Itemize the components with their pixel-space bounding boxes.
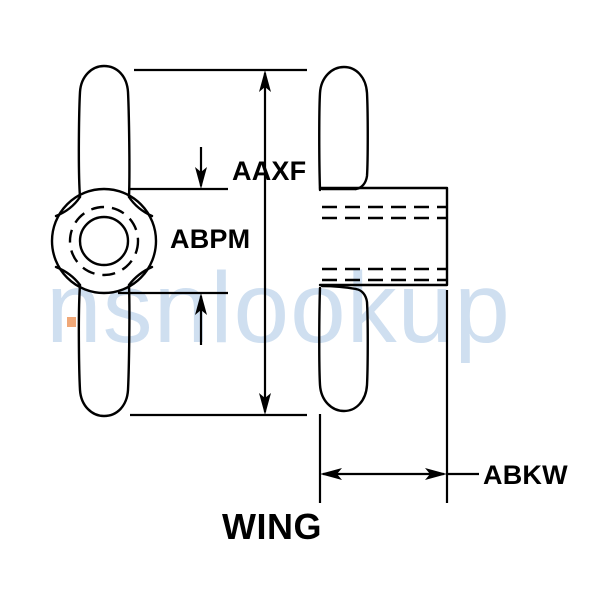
front-view-hub-outer-circle <box>50 187 158 295</box>
front-view-upper-wing <box>77 64 131 199</box>
aaxf-label: AAXF <box>232 156 306 186</box>
aaxf-arrowhead-bottom <box>259 393 271 415</box>
watermark: nsnlookup <box>46 252 511 364</box>
front-view-lower-wing <box>77 283 131 418</box>
front-view-lower-fillet-right <box>127 265 154 287</box>
front-view <box>50 64 158 418</box>
front-view-lower-fillet-left <box>54 265 82 287</box>
side-view <box>318 65 449 413</box>
front-view-upper-fillet-left <box>54 195 82 218</box>
watermark-label: nsnlookup <box>46 252 511 364</box>
side-view-body-outline <box>318 186 449 287</box>
front-view-upper-fillet-right <box>127 195 154 218</box>
abpm-dimension: ABPM <box>118 147 250 345</box>
front-view-bore-circle <box>78 215 130 267</box>
abkw-arrowhead-left <box>320 468 342 480</box>
watermark-accent-dot <box>67 317 76 327</box>
side-view-lower-wing <box>318 286 369 413</box>
front-view-thread-hidden-circle <box>68 205 140 277</box>
abpm-arrowhead-up <box>195 293 207 315</box>
abpm-label: ABPM <box>170 224 250 254</box>
abpm-arrowhead-down <box>195 167 207 189</box>
abkw-dimension: ABKW <box>318 290 568 503</box>
side-view-lower-blend <box>320 284 358 291</box>
side-view-upper-wing <box>318 65 369 192</box>
aaxf-arrowhead-top <box>259 70 271 92</box>
abkw-label: ABKW <box>483 460 568 490</box>
aaxf-dimension: AAXF <box>130 68 307 417</box>
abkw-arrowhead-right <box>425 468 447 480</box>
view-title: WING <box>222 506 322 547</box>
